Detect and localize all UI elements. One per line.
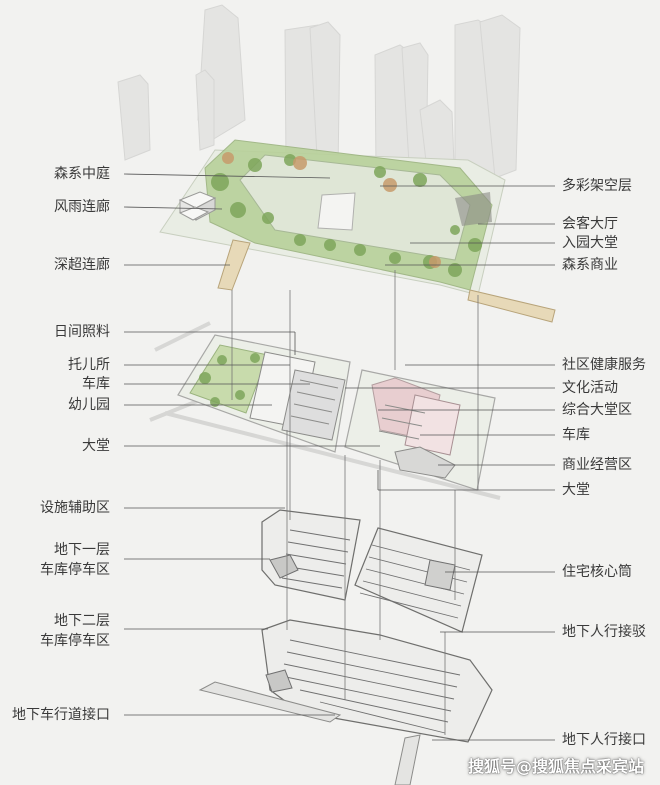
label-community-health: 社区健康服务 [562, 357, 646, 373]
label-daycare: 日间照料 [54, 324, 110, 340]
watermark: 搜狐号@搜狐焦点采宾站 [467, 757, 644, 776]
label-lobby-left: 大堂 [82, 438, 110, 454]
label-ped-connection: 地下人行接驳 [562, 624, 646, 640]
label-wind-rain-corridor: 风雨连廊 [54, 199, 110, 215]
label-kindergarten: 幼儿园 [68, 397, 110, 413]
label-senxi-commercial: 森系商业 [562, 257, 618, 273]
label-senxi-courtyard: 森系中庭 [54, 166, 110, 182]
label-vehicle-link: 地下车行道接口 [12, 707, 110, 723]
label-b1-line1: 地下一层 [54, 542, 110, 558]
label-b1-line2: 车库停车区 [40, 562, 110, 578]
basement-b2-level [198, 619, 493, 785]
label-commercial-ops: 商业经营区 [562, 457, 632, 473]
label-cultural: 文化活动 [562, 380, 618, 396]
label-garage-right: 车库 [562, 427, 590, 443]
label-b2-line1: 地下二层 [54, 613, 110, 629]
label-complex-lobby: 综合大堂区 [562, 402, 632, 418]
label-b2-line2: 车库停车区 [40, 633, 110, 649]
basement-b1-level [261, 509, 483, 633]
label-nursery: 托儿所 [68, 357, 110, 373]
label-ped-link: 地下人行接口 [562, 732, 646, 748]
label-facility-aux: 设施辅助区 [40, 500, 110, 516]
ground-floor-level [149, 321, 501, 500]
label-colorful-stilt: 多彩架空层 [562, 178, 632, 194]
label-shenchao-corridor: 深超连廊 [54, 257, 110, 273]
label-garage-left: 车库 [82, 376, 110, 392]
label-club-hall: 会客大厅 [562, 216, 618, 232]
background-towers [117, 4, 521, 196]
label-lobby-right: 大堂 [562, 482, 590, 498]
leader-lines [123, 173, 555, 741]
label-residential-core: 住宅核心筒 [562, 564, 632, 580]
label-entrance-lobby: 入园大堂 [562, 235, 618, 251]
